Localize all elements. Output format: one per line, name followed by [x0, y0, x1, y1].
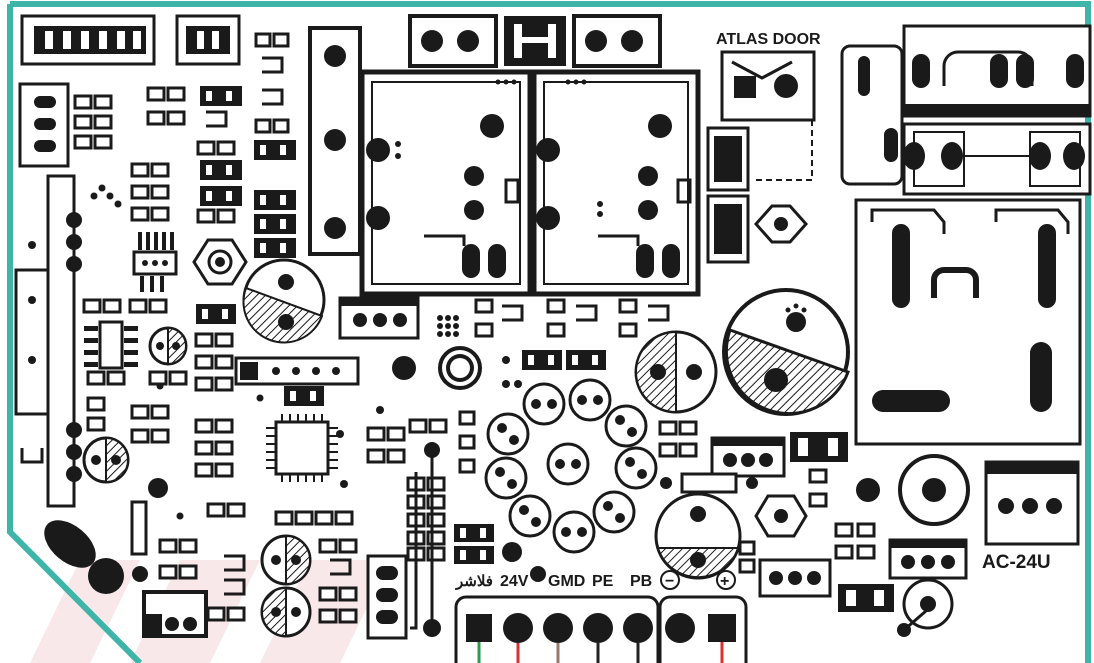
label-24v: 24V [500, 573, 529, 590]
smd-pads-left [73, 32, 358, 624]
left-edge-header [14, 174, 82, 508]
label-pe: PE [592, 573, 614, 590]
top-right-terminal-block [840, 24, 1092, 196]
left-side-connector [18, 82, 70, 168]
vertical-3hole-connector [308, 26, 362, 256]
via-dots [90, 141, 603, 520]
varistor-ring [484, 378, 658, 554]
capacitor-c1 [242, 258, 326, 344]
capacitor-c2 [148, 326, 188, 366]
connector-6pin [20, 14, 156, 66]
mcu-chip [266, 414, 338, 482]
corner-symbol [20, 448, 44, 464]
resistor-led [130, 346, 758, 582]
varistor-pins [495, 395, 647, 537]
fuse-holders [706, 126, 809, 264]
smd-diodes [196, 86, 894, 612]
mounting-hex-nuts [192, 238, 808, 538]
atlas-door-label: ATLAS DOOR [716, 31, 821, 48]
capacitor-medium [634, 330, 718, 414]
ac-24u-label: AC-24U [982, 552, 1051, 573]
small-ic [84, 320, 138, 370]
transformer [854, 198, 1082, 446]
capacitor-c4 [260, 534, 312, 586]
top-terminal-block [408, 14, 662, 68]
three-pin-headers [338, 296, 968, 640]
terminal-wires [477, 642, 724, 663]
buzzer-area [44, 520, 208, 638]
capacitor-c3 [82, 436, 130, 484]
pin-header-row [234, 356, 360, 386]
relay-1 [359, 69, 533, 297]
voltage-regulator [132, 232, 178, 292]
capacitor-c5 [260, 586, 312, 638]
label-plus: + [720, 573, 729, 590]
capacitor-c6 [654, 492, 742, 580]
board-outline [7, 1, 1091, 663]
atlas-door-connector [720, 50, 816, 181]
round-components-right [856, 454, 970, 637]
connector-2pin [175, 14, 241, 66]
label-flasher: فلاشر [455, 573, 493, 590]
label-pb: PB [630, 573, 652, 590]
big-capacitor [722, 288, 850, 416]
terminal-labels: فلاشر 24V GMD PE PB − + [455, 570, 736, 590]
label-minus: − [665, 573, 674, 590]
bottom-terminal-block [454, 595, 748, 663]
relay-2 [531, 69, 701, 297]
trace-line [410, 448, 434, 630]
label-gmd: GMD [548, 573, 585, 590]
ac-24u-connector [984, 460, 1080, 546]
sot-transistors [206, 56, 670, 596]
